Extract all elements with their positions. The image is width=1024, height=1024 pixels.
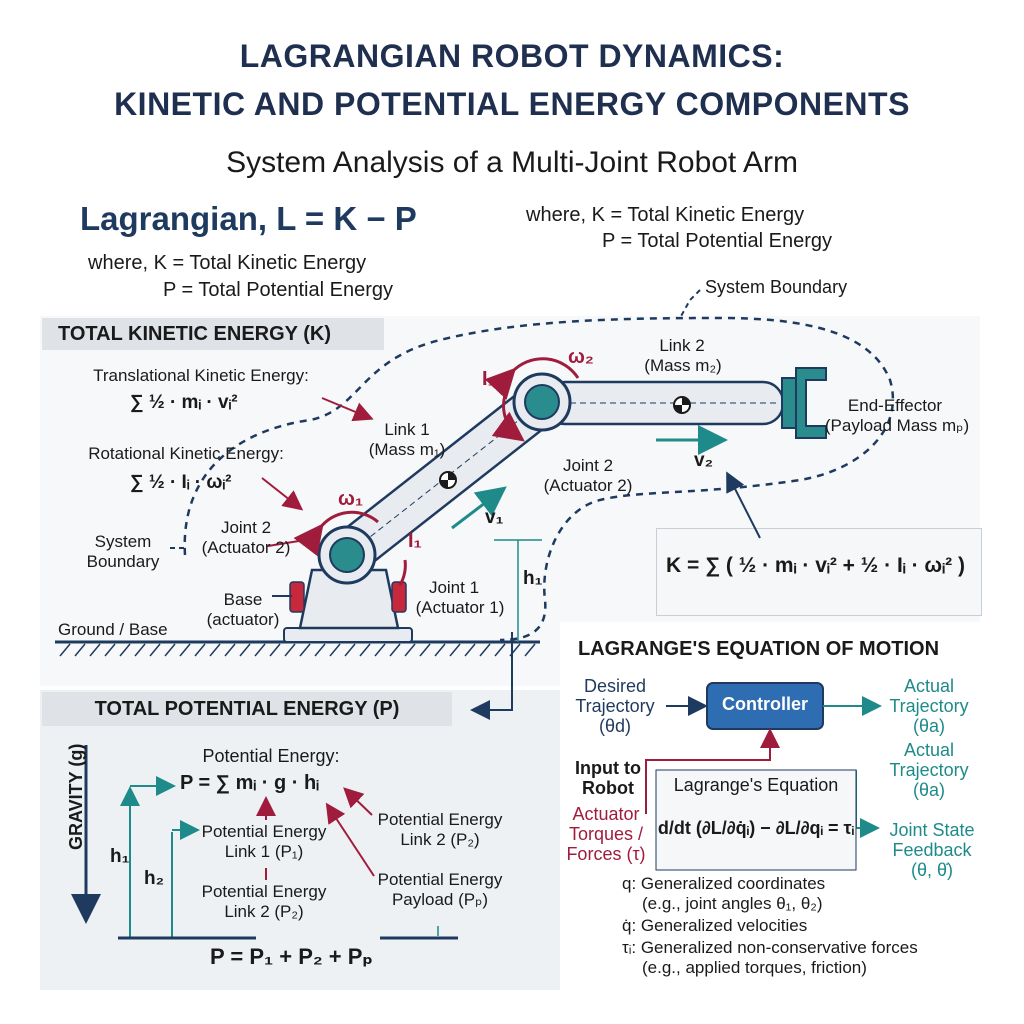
omega2-label: ω₂	[568, 346, 594, 368]
actuator-torques: Actuator Torques / Forces (τ)	[566, 804, 646, 864]
gravity-label: GRAVITY (g)	[66, 743, 86, 850]
rot-ke-leader	[261, 477, 304, 511]
lagrange-heading: LAGRANGE'S EQUATION OF MOTION	[578, 638, 940, 660]
base-actuator-right	[391, 581, 407, 613]
joint2-right-sub: (Actuator 2)	[543, 476, 633, 495]
base-pedestal	[298, 568, 400, 630]
trans-ke-label: Translational Kinetic Energy:	[93, 366, 309, 385]
rot-ke-formula: ∑ ½ · Iᵢ · ωᵢ²	[130, 472, 232, 493]
base-label: Base	[223, 590, 263, 609]
i1-upper-label: I₁	[482, 368, 496, 390]
desired-trajectory: Desired Trajectory (θd)	[575, 676, 655, 736]
kinetic-total-formula: K = ∑ ( ½ · mᵢ · vᵢ² + ½ · Iᵢ · ωᵢ² )	[666, 554, 965, 577]
lagrangian-heading: Lagrangian, L = K − P	[80, 200, 417, 237]
potential-heading: TOTAL POTENTIAL ENERGY (P)	[42, 692, 452, 726]
end-effector-label: End-Effector	[847, 396, 943, 415]
omega1-label: ω₁	[338, 488, 364, 510]
kinetic-heading: TOTAL KINETIC ENERGY (K)	[42, 318, 384, 350]
joint1-sub: (Actuator 1)	[415, 598, 505, 617]
v1-arrow	[451, 486, 507, 530]
def-q-sub: (e.g., joint angles θ₁, θ₂)	[642, 894, 823, 913]
h1-arm-label: h₁	[523, 568, 543, 589]
joint1-core	[329, 537, 365, 573]
torque-feedback-path	[645, 728, 780, 814]
end-effector-gripper	[795, 367, 827, 439]
link2-com-marker	[673, 396, 691, 414]
lagrange-eq-body: d/dt (∂L/∂q̇ᵢ) − ∂L/∂qᵢ = τᵢ	[657, 818, 855, 838]
v2-label: v₂	[694, 450, 714, 471]
subtitle: System Analysis of a Multi-Joint Robot A…	[226, 146, 798, 179]
h1-pe-label: h₁	[110, 846, 130, 867]
kinetic-total-leader	[726, 471, 761, 539]
actual-trajectory-1: Actual Trajectory (θa)	[889, 676, 969, 736]
h2-pe-label: h₂	[144, 868, 165, 889]
end-effector-mount	[781, 377, 797, 429]
v1-label: v₁	[485, 507, 504, 528]
pe-payload-label: Potential Energy Payload (Pₚ)	[377, 870, 503, 909]
pe-payload-arrow	[325, 802, 375, 877]
title-line-1: LAGRANGIAN ROBOT DYNAMICS:	[239, 38, 785, 74]
pe-formula: P = ∑ mᵢ · g · hᵢ	[180, 772, 319, 794]
base-actuator-left	[289, 581, 305, 613]
system-boundary-top-leader	[679, 289, 701, 319]
def-tau-sub: (e.g., applied torques, friction)	[642, 958, 867, 977]
lagrange-eq-box	[655, 769, 857, 871]
omega2-arc-lower	[491, 394, 525, 442]
trans-ke-leader	[321, 397, 374, 422]
joint2-right-label: Joint 2	[562, 456, 614, 475]
system-boundary-top-label: System Boundary	[705, 277, 848, 297]
link1-com-marker	[439, 471, 457, 489]
base-sub: (actuator)	[206, 610, 280, 629]
title-line-2: KINETIC AND POTENTIAL ENERGY COMPONENTS	[114, 86, 910, 122]
ground-label: Ground / Base	[58, 620, 168, 639]
omega1-arc	[293, 510, 379, 557]
rot-ke-label: Rotational Kinetic Energy:	[88, 444, 284, 463]
i1-lower-label: I₁	[408, 530, 422, 552]
joint2-left-label: Joint 2	[220, 518, 272, 537]
omega2-arc	[484, 357, 580, 400]
pe-link2-right-arrow	[343, 787, 373, 816]
def-q: q: Generalized coordinates	[622, 874, 826, 893]
def-tau: τᵢ: Generalized non-conservative forces	[622, 938, 918, 957]
where-k: where, K = Total Kinetic Energy	[88, 252, 367, 274]
controller-label[interactable]: Controller	[721, 694, 808, 714]
trans-ke-formula: ∑ ½ · mᵢ · vᵢ²	[130, 392, 238, 413]
omega1-arc-lower	[398, 559, 407, 586]
lagrange-eq-title: Lagrange's Equation	[673, 775, 839, 795]
joint2-left-sub: (Actuator 2)	[201, 538, 291, 557]
joint-state-feedback: Joint State Feedback (θ, θ̇)	[889, 820, 975, 880]
system-boundary-label: System Boundary	[86, 532, 160, 571]
joint1-label: Joint 1	[428, 578, 480, 597]
def-qdot: q̇: Generalized velocities	[622, 916, 808, 935]
kinetic-total-box	[656, 528, 982, 616]
link1-label: Link 1	[384, 420, 430, 439]
where-k-duplicate: where, K = Total Kinetic Energy	[526, 204, 805, 226]
ground-hatching	[59, 643, 536, 657]
base-plate	[283, 627, 413, 643]
actual-trajectory-2: Actual Trajectory (θa)	[889, 740, 969, 800]
link2-mass: (Mass m₂)	[644, 356, 722, 375]
pe-label: Potential Energy:	[202, 746, 340, 766]
input-to-robot: Input to Robot	[575, 758, 641, 798]
h1-to-potential-leader	[470, 632, 513, 720]
potential-panel	[40, 690, 560, 990]
joint2-left-leader	[267, 539, 306, 547]
pe-link2-left-label: Potential Energy Link 2 (P₂)	[201, 882, 327, 921]
system-boundary-outline	[183, 316, 895, 642]
where-p: P = Total Potential Energy	[163, 279, 393, 301]
end-effector-sub: (Payload Mass mₚ)	[824, 416, 970, 435]
joint-state-feedback-path	[855, 770, 880, 838]
pe-link2-right-label: Potential Energy Link 2 (P₂)	[377, 810, 503, 849]
link1-mass: (Mass m₁)	[368, 440, 446, 459]
where-p-duplicate: P = Total Potential Energy	[602, 230, 832, 252]
joint2-core	[524, 384, 560, 420]
pe-total: P = P₁ + P₂ + Pₚ	[210, 944, 373, 969]
pe-link1-label: Potential Energy Link 1 (P₁)	[201, 822, 327, 861]
link2-label: Link 2	[659, 336, 705, 355]
